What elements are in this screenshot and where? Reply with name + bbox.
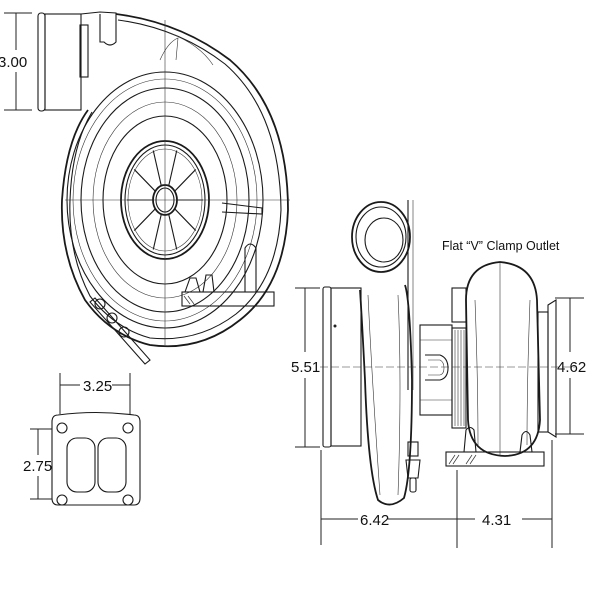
turbine-base-flange <box>445 426 545 467</box>
wheel-spoke <box>174 169 197 192</box>
flange-port-left <box>66 437 96 493</box>
turbine-outlet-flange <box>537 299 557 438</box>
volute-outer <box>60 13 289 348</box>
wheel-spoke <box>168 214 178 250</box>
dim-label-3-00: 3.00 <box>0 54 27 71</box>
wheel-spoke <box>133 169 156 192</box>
dim-label-4-31: 4.31 <box>482 512 511 529</box>
bearing-housing <box>419 287 467 429</box>
flange-outline <box>51 411 141 506</box>
front-view: 3.00 <box>0 11 290 365</box>
compressor-inlet-pipe <box>37 11 117 112</box>
compressor-outlet <box>351 201 411 273</box>
coolant-fitting <box>405 441 421 493</box>
wheel-spoke <box>133 208 156 231</box>
dim-label-4-62: 4.62 <box>557 359 586 376</box>
dim-label-2-75: 2.75 <box>23 458 52 475</box>
dim-inlet-diameter: 5.51 <box>291 287 320 448</box>
dim-outlet-diameter: 4.62 <box>555 297 586 435</box>
dim-label-6-42: 6.42 <box>360 512 389 529</box>
dim-label-3-25: 3.25 <box>83 378 112 395</box>
flange-view: 3.25 2.75 <box>23 373 141 506</box>
compressor-housing <box>359 284 413 506</box>
side-view: 5.51 4.62 6.42 4.31 Flat “V” Clamp Outle… <box>291 200 586 548</box>
dim-label-5-51: 5.51 <box>291 359 320 376</box>
flange-port-right <box>97 437 127 493</box>
wheel-spoke <box>152 150 162 186</box>
wheel-spoke <box>152 214 162 250</box>
outlet-caption: Flat “V” Clamp Outlet <box>442 239 560 253</box>
mounting-bracket <box>181 243 275 307</box>
wheel-spoke <box>174 208 197 231</box>
wheel-spoke <box>168 150 178 186</box>
oil-drain-fitting <box>89 297 151 365</box>
dim-overall-length: 6.42 4.31 <box>320 440 553 548</box>
dim-inlet-height: 3.00 <box>0 12 32 111</box>
volute-inner-line <box>69 19 282 340</box>
